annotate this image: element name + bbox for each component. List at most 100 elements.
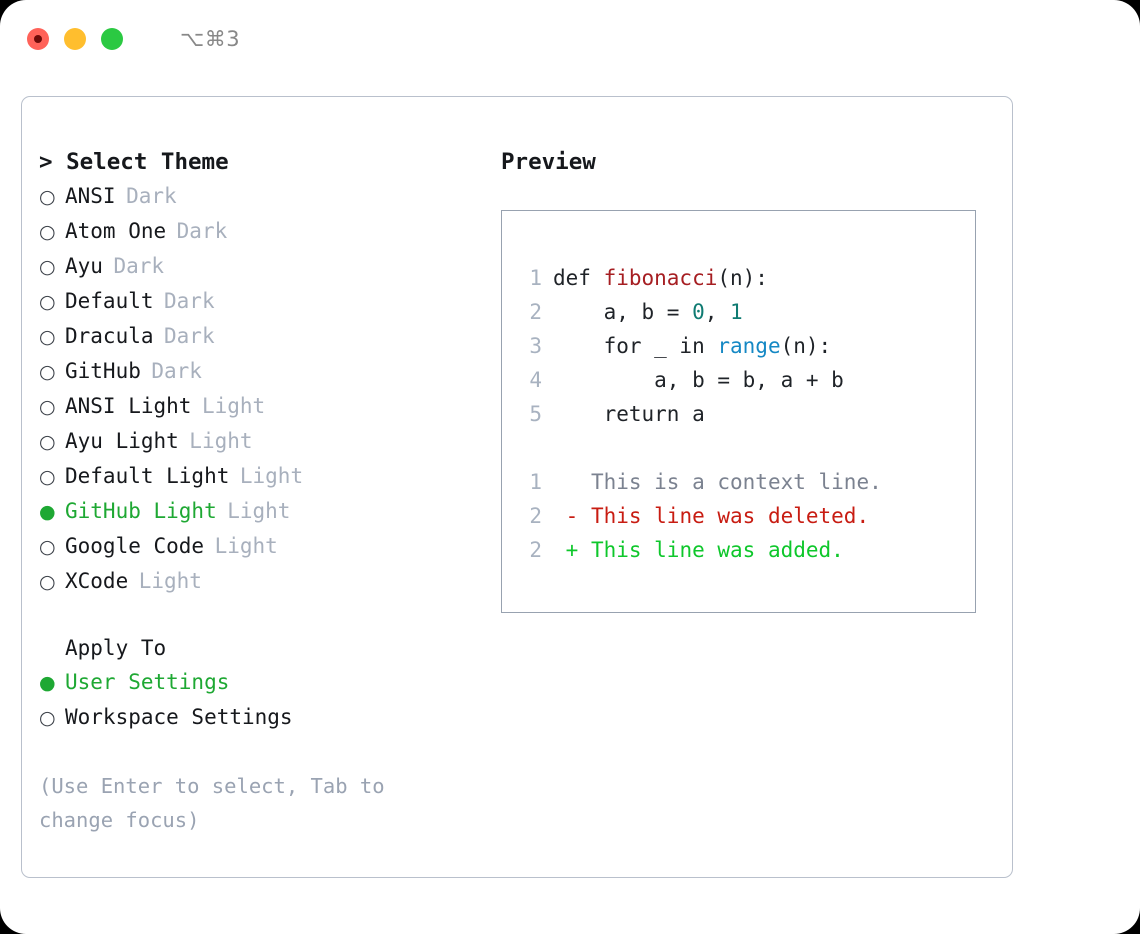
code-line-text: def fibonacci(n): bbox=[553, 261, 768, 295]
theme-option-label: GitHub Light bbox=[65, 499, 217, 523]
theme-option-xcode[interactable]: ○ XCode Light bbox=[39, 564, 479, 599]
radio-selected-icon: ● bbox=[39, 672, 56, 694]
close-button[interactable] bbox=[27, 28, 49, 50]
theme-option-label: Default bbox=[65, 289, 154, 313]
line-number: 2 bbox=[529, 538, 542, 562]
theme-option-github-light[interactable]: ● GitHub Light Light bbox=[39, 494, 479, 529]
diff-line-text: This is a context line. bbox=[553, 465, 882, 499]
radio-unselected-icon: ○ bbox=[39, 256, 56, 278]
code-token: a, b = b, a + b bbox=[553, 368, 844, 392]
theme-variant-label: Light bbox=[201, 394, 266, 418]
diff-text: This line was deleted. bbox=[590, 504, 870, 528]
code-token: 0 bbox=[692, 300, 705, 324]
code-token: def bbox=[553, 266, 604, 290]
keyboard-hint-text: (Use Enter to select, Tab to change focu… bbox=[39, 774, 397, 832]
maximize-button[interactable] bbox=[101, 28, 123, 50]
code-line: 4 a, b = b, a + b bbox=[518, 363, 975, 397]
line-number: 5 bbox=[529, 402, 542, 426]
theme-variant-label: Dark bbox=[151, 359, 202, 383]
code-line-text: return a bbox=[553, 397, 705, 431]
radio-selected-icon: ● bbox=[39, 501, 56, 523]
theme-option-label: ANSI bbox=[65, 184, 116, 208]
line-number: 3 bbox=[529, 334, 542, 358]
radio-unselected-icon: ○ bbox=[39, 571, 56, 593]
radio-unselected-icon: ○ bbox=[39, 536, 56, 558]
keyboard-shortcut-label: ⌥⌘3 bbox=[180, 27, 241, 51]
theme-variant-label: Light bbox=[138, 569, 202, 593]
select-theme-heading: > Select Theme bbox=[39, 149, 229, 175]
code-line-text: for _ in range(n): bbox=[553, 329, 832, 363]
theme-variant-label: Light bbox=[227, 499, 291, 523]
line-number: 1 bbox=[529, 266, 542, 290]
theme-option-label: Ayu bbox=[65, 254, 103, 278]
code-token: 1 bbox=[730, 300, 743, 324]
line-number: 1 bbox=[529, 470, 542, 494]
theme-variant-label: Dark bbox=[176, 219, 228, 243]
theme-option-label: Default Light bbox=[65, 464, 230, 488]
theme-option-label: GitHub bbox=[65, 359, 141, 383]
code-token: range bbox=[717, 334, 781, 358]
diff-text: This is a context line. bbox=[590, 470, 882, 494]
theme-option-github[interactable]: ○ GitHub Dark bbox=[39, 354, 479, 389]
radio-unselected-icon: ○ bbox=[39, 431, 56, 453]
theme-variant-label: Dark bbox=[164, 324, 215, 348]
minimize-button[interactable] bbox=[64, 28, 86, 50]
code-token: , bbox=[704, 300, 731, 324]
apply-to-option-label: User Settings bbox=[65, 670, 230, 694]
code-token: a, b = bbox=[553, 300, 693, 324]
apply-to-option-user-settings[interactable]: ● User Settings bbox=[39, 665, 479, 700]
theme-option-label: Dracula bbox=[65, 324, 154, 348]
diff-line-added: 2 + This line was added. bbox=[518, 533, 975, 567]
radio-unselected-icon: ○ bbox=[39, 326, 56, 348]
radio-unselected-icon: ○ bbox=[39, 396, 56, 418]
diff-text: This line was added. bbox=[590, 538, 844, 562]
theme-option-label: Atom One bbox=[65, 219, 167, 243]
code-line-text: a, b = 0, 1 bbox=[553, 295, 743, 329]
window-controls bbox=[27, 28, 123, 50]
diff-sample: 1 This is a context line.2 - This line w… bbox=[518, 465, 975, 567]
theme-variant-label: Light bbox=[214, 534, 278, 558]
radio-unselected-icon: ○ bbox=[39, 291, 56, 313]
code-line: 1 def fibonacci(n): bbox=[518, 261, 975, 295]
code-line: 3 for _ in range(n): bbox=[518, 329, 975, 363]
theme-variant-label: Dark bbox=[126, 184, 177, 208]
theme-option-atom-one[interactable]: ○ Atom One Dark bbox=[39, 214, 479, 249]
code-token: (n): bbox=[717, 266, 768, 290]
radio-unselected-icon: ○ bbox=[39, 221, 56, 243]
apply-to-option-label: Workspace Settings bbox=[65, 705, 293, 729]
code-line: 2 a, b = 0, 1 bbox=[518, 295, 975, 329]
theme-variant-label: Light bbox=[239, 464, 304, 488]
theme-option-label: XCode bbox=[65, 569, 129, 593]
theme-variant-label: Light bbox=[189, 429, 253, 453]
diff-line-text: + This line was added. bbox=[553, 533, 844, 567]
radio-unselected-icon: ○ bbox=[39, 361, 56, 383]
spacer bbox=[518, 431, 975, 465]
theme-variant-label: Dark bbox=[164, 289, 215, 313]
apply-to-heading: Apply To bbox=[65, 636, 167, 660]
theme-option-label: Ayu Light bbox=[65, 429, 179, 453]
line-number: 4 bbox=[529, 368, 542, 392]
theme-option-ayu-light[interactable]: ○ Ayu Light Light bbox=[39, 424, 479, 459]
theme-option-default[interactable]: ○ Default Dark bbox=[39, 284, 479, 319]
code-token: fibonacci bbox=[603, 266, 718, 290]
apply-to-option-workspace-settings[interactable]: ○ Workspace Settings bbox=[39, 700, 479, 735]
diff-line-context: 1 This is a context line. bbox=[518, 465, 975, 499]
line-number: 2 bbox=[529, 504, 542, 528]
preview-heading: Preview bbox=[501, 149, 596, 175]
title-bar: ⌥⌘3 bbox=[0, 0, 1140, 78]
code-line-text: a, b = b, a + b bbox=[553, 363, 844, 397]
code-line: 5 return a bbox=[518, 397, 975, 431]
radio-unselected-icon: ○ bbox=[39, 707, 56, 729]
theme-option-dracula[interactable]: ○ Dracula Dark bbox=[39, 319, 479, 354]
